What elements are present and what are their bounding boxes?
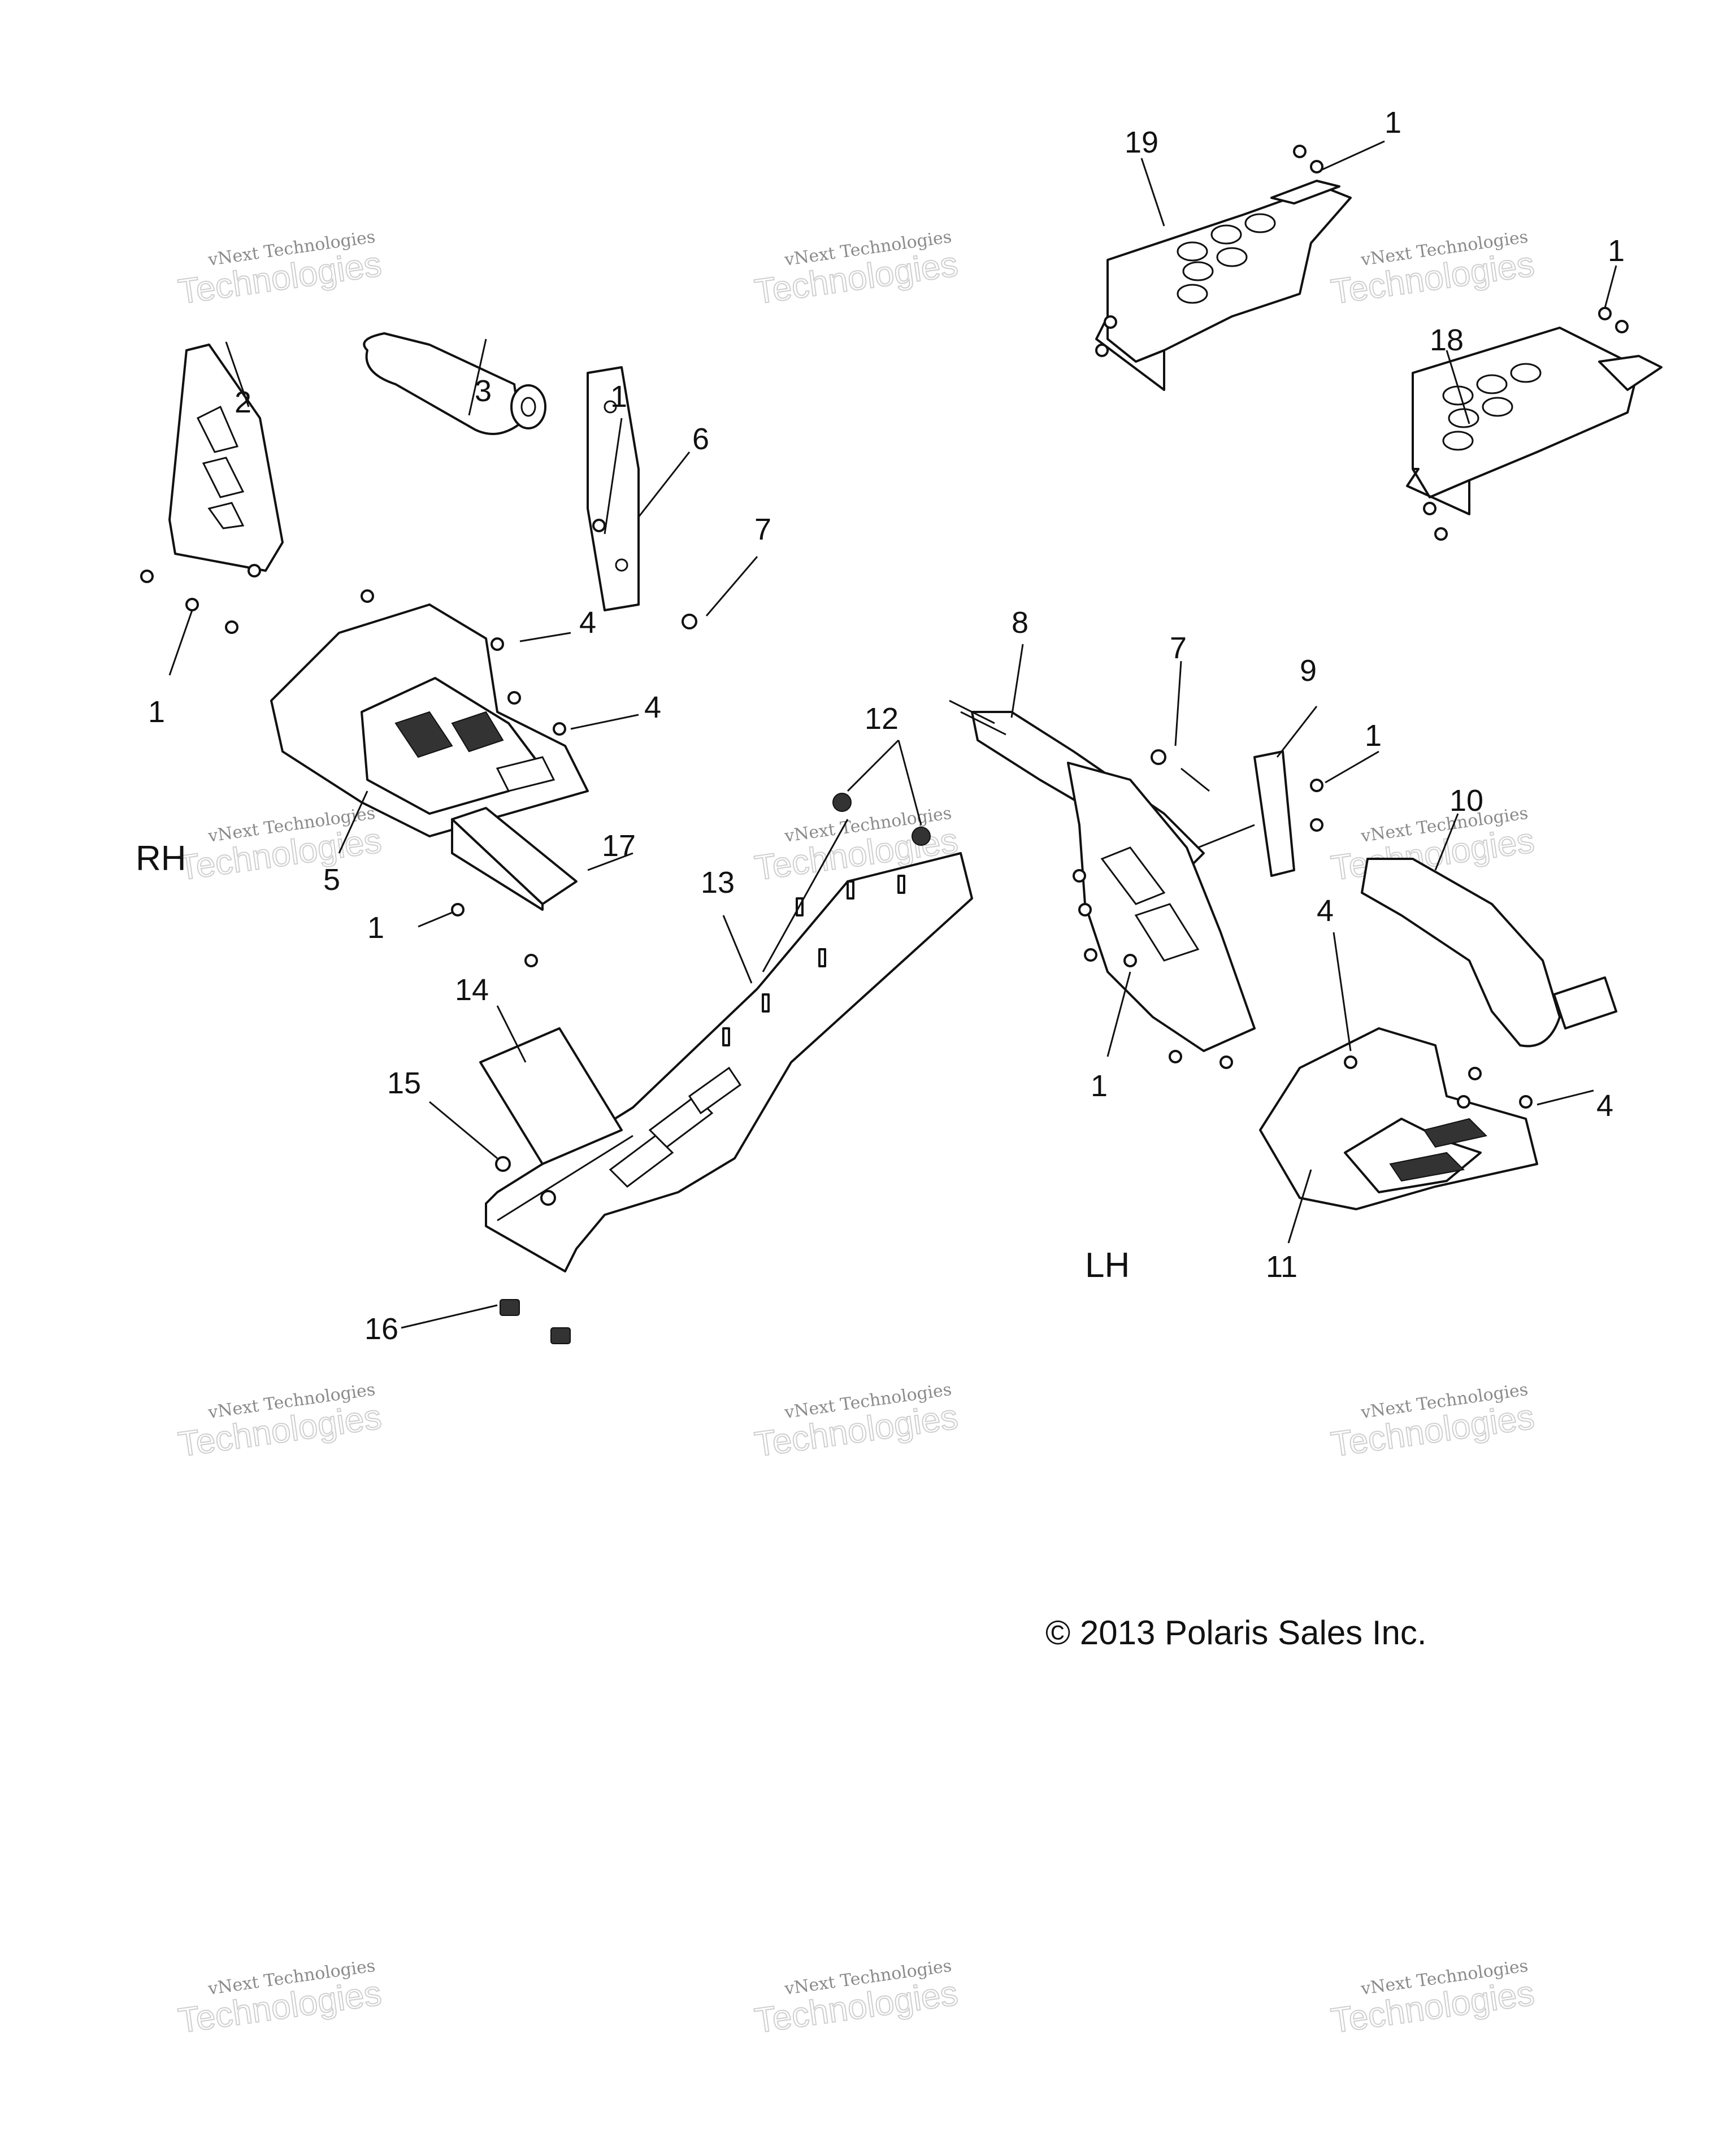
nuts-12: [832, 793, 931, 846]
part-6-bracket: [587, 366, 640, 611]
part-lh-side-panel: [1067, 762, 1256, 1052]
callout-labels: 2 3 1 6 7 4 4 1 5 17 1 13 14 15 16 12 8 …: [148, 106, 1625, 1346]
callout-18: 18: [1430, 323, 1464, 357]
fasteners-15: [495, 1156, 556, 1206]
label-lh: LH: [1085, 1246, 1130, 1285]
watermark: Technologies vNext Technologies: [1328, 227, 1537, 312]
callout-7-b: 7: [1170, 631, 1187, 665]
screw-17b: [524, 954, 538, 967]
screw-9b: [1310, 818, 1323, 832]
part-17-bracket: [451, 807, 578, 911]
watermark: Technologies vNext Technologies: [175, 1380, 384, 1465]
part-9-bracket: [1253, 750, 1295, 877]
screws-11: [1344, 1055, 1533, 1109]
callout-4-c: 4: [1317, 894, 1334, 928]
callout-4-a: 4: [579, 606, 596, 640]
callout-13: 13: [701, 866, 735, 900]
label-rh: RH: [136, 839, 186, 878]
screws-2: [140, 564, 261, 634]
part-11-footwell: [1259, 1027, 1538, 1210]
screws-lh-panel: [1073, 869, 1233, 1069]
callout-17: 17: [602, 829, 636, 863]
callout-1-e: 1: [1091, 1069, 1108, 1103]
watermark: Technologies vNext Technologies: [752, 1380, 961, 1465]
part-10-grab-bar: [1361, 858, 1617, 1048]
callout-7-a: 7: [754, 512, 771, 546]
callout-6: 6: [692, 422, 709, 456]
screws-5: [361, 589, 566, 736]
callout-1-f: 1: [1385, 106, 1401, 140]
screw-9a: [1310, 779, 1323, 792]
watermark: Technologies vNext Technologies: [1328, 1956, 1537, 2041]
callout-12: 12: [865, 702, 899, 736]
part-5-footwell: [270, 603, 589, 837]
part-3-grab-bar: [363, 332, 546, 435]
part-2-bracket: [168, 344, 284, 572]
callout-8: 8: [1012, 606, 1028, 640]
callout-1-g: 1: [1608, 234, 1625, 268]
callout-19: 19: [1125, 125, 1158, 159]
watermark: Technologies vNext Technologies: [175, 227, 384, 312]
copyright-text: © 2013 Polaris Sales Inc.: [1045, 1614, 1427, 1652]
callout-10: 10: [1449, 784, 1483, 818]
callout-11: 11: [1266, 1250, 1297, 1284]
part-14-label: [479, 1027, 623, 1165]
part-19-floorboard: [1095, 180, 1352, 391]
cable-13: [762, 819, 849, 972]
callout-4-b: 4: [644, 690, 661, 724]
screws-18: [1423, 307, 1629, 541]
watermark: Technologies vNext Technologies: [175, 803, 384, 889]
callout-15: 15: [387, 1066, 421, 1100]
clips-16: [500, 1299, 571, 1344]
screws-19: [1095, 145, 1323, 357]
screw-7-upper: [682, 614, 697, 629]
callout-3: 3: [475, 374, 492, 408]
part-18-floorboard: [1406, 327, 1663, 515]
callout-1-d: 1: [1365, 719, 1382, 753]
watermark: Technologies vNext Technologies: [1328, 1380, 1537, 1465]
callout-4-d: 4: [1596, 1089, 1613, 1123]
callout-1-c: 1: [367, 911, 384, 945]
callout-9: 9: [1300, 654, 1317, 688]
callout-1-b: 1: [148, 695, 165, 729]
callout-2: 2: [235, 385, 251, 419]
callout-16: 16: [364, 1312, 398, 1346]
callout-1-a: 1: [610, 380, 627, 414]
watermark: Technologies vNext Technologies: [175, 1956, 384, 2041]
part-13-skid-plate: [485, 852, 973, 1272]
screw-6: [592, 519, 606, 532]
watermark: Technologies vNext Technologies: [752, 1956, 961, 2041]
callout-5: 5: [323, 863, 340, 897]
watermark: Technologies vNext Technologies: [752, 227, 961, 312]
screw-17: [451, 903, 465, 916]
leader-lines: [168, 140, 1617, 1329]
callout-14: 14: [455, 973, 489, 1007]
screw-7-lh: [1151, 749, 1166, 765]
